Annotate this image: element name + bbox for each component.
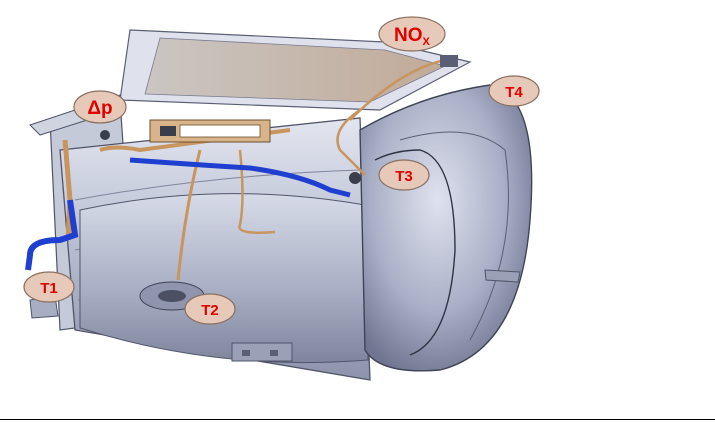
label-dp-text: Δp xyxy=(87,98,112,119)
label-t1-text: T1 xyxy=(40,280,58,297)
label-t1: T1 xyxy=(23,271,75,303)
label-nox-sub: X xyxy=(423,36,431,48)
bottom-divider xyxy=(0,419,715,420)
label-t2-text: T2 xyxy=(201,302,219,319)
label-t2: T2 xyxy=(184,293,236,325)
label-t3-text: T3 xyxy=(395,168,413,185)
sensor-lines xyxy=(25,55,458,281)
svg-text:NOX: NOX xyxy=(394,25,431,48)
housing xyxy=(29,29,533,381)
label-nox: NOX xyxy=(378,16,446,52)
label-nox-main: NO xyxy=(394,25,423,46)
label-dp: Δp xyxy=(73,90,127,124)
label-t4-text: T4 xyxy=(505,84,523,101)
label-t4: T4 xyxy=(488,75,540,107)
label-t3: T3 xyxy=(378,159,430,191)
